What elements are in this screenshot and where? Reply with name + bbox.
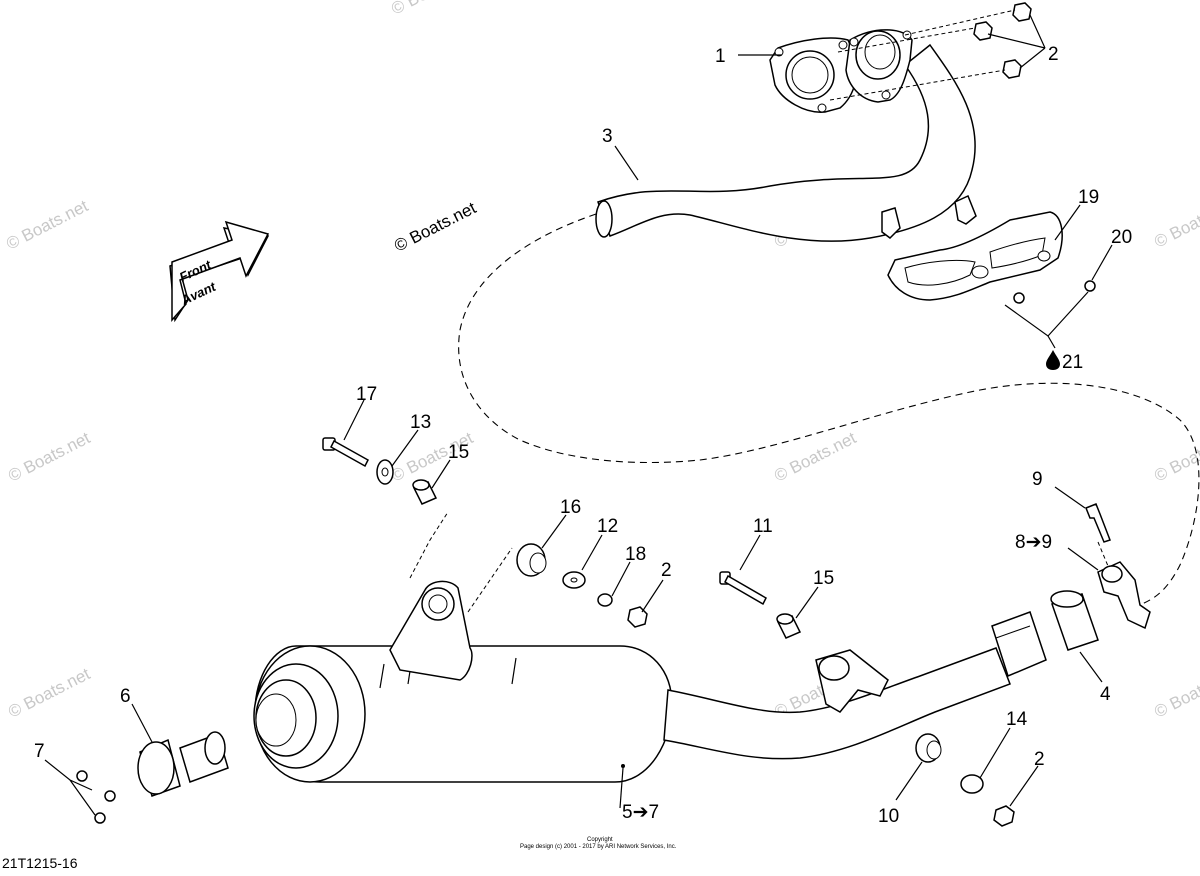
bolt-17	[322, 437, 369, 468]
callout-10: 10	[878, 806, 899, 827]
spacer-15b	[776, 613, 802, 639]
spacer-18	[597, 593, 613, 607]
watermark-mid-right: © Boats.net	[771, 428, 859, 485]
routing-line	[458, 213, 1200, 606]
callouts: 1 2 3 19 20 21 17 13 15 16 12 18 2 11 15…	[34, 44, 1132, 827]
callout-16: 16	[560, 497, 581, 518]
shield-screw	[1013, 280, 1096, 304]
spring-mount	[1097, 561, 1151, 630]
watermark-main: © Boats.net	[391, 198, 479, 255]
watermark-top-center: © Boats.net	[388, 0, 476, 19]
callout-9: 9	[1032, 469, 1043, 490]
muffler-inlet-pipe	[663, 611, 1047, 760]
watermarks: © Boats.net © Boats.net © Boats.net © Bo…	[3, 0, 1200, 722]
callout-19: 19	[1078, 187, 1099, 208]
bolt-11	[719, 571, 767, 606]
spacer-15a	[412, 479, 438, 505]
callout-1: 1	[715, 46, 726, 67]
exhaust-gasket	[769, 37, 858, 113]
callout-17: 17	[356, 384, 377, 405]
callout-12: 12	[597, 516, 618, 537]
header-clamp	[881, 194, 977, 239]
callout-13: 13	[410, 412, 431, 433]
copyright-line-1: Copyright	[587, 837, 613, 843]
callout-14: 14	[1006, 709, 1028, 730]
copyright-line-2: Page design (c) 2001 - 2017 by ARI Netwo…	[520, 844, 677, 850]
callout-15-right: 15	[813, 568, 834, 589]
callout-21-label: 21	[1062, 352, 1083, 373]
callout-5-to-7: 5➔7	[622, 802, 659, 823]
callout-7: 7	[34, 741, 45, 762]
watermark-top-left: © Boats.net	[3, 196, 91, 253]
callout-3: 3	[602, 126, 613, 147]
heat-shield	[887, 211, 1063, 301]
mount-bolt	[1085, 503, 1111, 543]
callout-11: 11	[753, 516, 773, 537]
figure-reference: 21T1215-16	[2, 855, 78, 871]
arrester-screw	[76, 770, 116, 824]
watermark-top-far-right: © Boats.net	[1151, 194, 1200, 251]
callout-2-bottom: 2	[1034, 749, 1045, 770]
washer-14	[960, 774, 984, 794]
grommet-10	[915, 733, 942, 763]
watermark-low-left: © Boats.net	[5, 664, 93, 721]
callout-6: 6	[120, 686, 131, 707]
header-pipe	[595, 43, 976, 242]
nut-2-bottom	[993, 805, 1015, 827]
muffler	[253, 645, 673, 783]
callout-15-left: 15	[448, 442, 469, 463]
callout-2-top: 2	[1048, 44, 1059, 65]
nut-2	[627, 606, 648, 628]
callout-2-mid: 2	[661, 560, 672, 581]
callout-21: 21	[1046, 350, 1083, 373]
callout-4: 4	[1100, 684, 1111, 705]
callout-8-to-9: 8➔9	[1015, 532, 1052, 553]
watermark-mid-left: © Boats.net	[5, 428, 93, 485]
watermark-mid-far-right: © Boats.net	[1151, 428, 1200, 485]
washer-13	[376, 459, 394, 485]
watermark-low-far-right: © Boats.net	[1151, 664, 1200, 721]
callout-18: 18	[625, 544, 646, 565]
leader-lines	[131, 14, 1113, 809]
grommet-16	[516, 543, 547, 577]
front-arrow-icon: Front Avant	[169, 220, 270, 323]
exhaust-sleeve	[1050, 590, 1099, 651]
washer-12	[562, 571, 586, 589]
drop-icon	[1046, 350, 1060, 370]
muffler-bracket	[389, 580, 473, 681]
spark-arrester	[137, 731, 229, 797]
flange-nut	[973, 2, 1032, 79]
callout-20: 20	[1111, 227, 1132, 248]
pipe-bracket	[815, 649, 889, 713]
